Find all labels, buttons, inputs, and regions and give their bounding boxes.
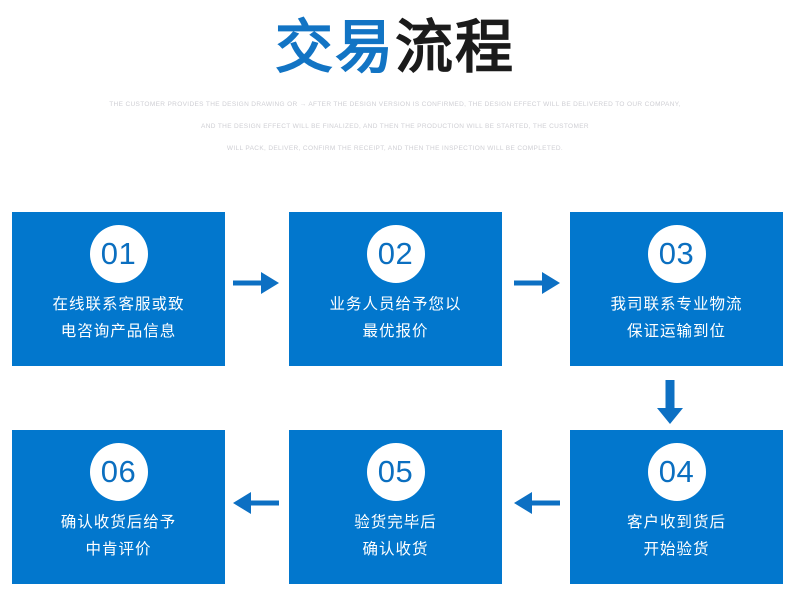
step-number-badge-01: 01 xyxy=(89,225,148,283)
step-label-04: 客户收到货后 开始验货 xyxy=(627,509,726,563)
step-label-06-line1: 确认收货后给予 xyxy=(60,514,177,531)
step-number-badge-04: 04 xyxy=(647,443,706,501)
step-label-05-line1: 验货完毕后 xyxy=(354,514,437,531)
step-label-05: 验货完毕后 确认收货 xyxy=(354,509,437,563)
step-label-02-line2: 最优报价 xyxy=(362,323,429,340)
step-card-03[interactable]: 03 我司联系专业物流 保证运输到位 xyxy=(570,212,783,366)
step-number-badge-02: 02 xyxy=(366,225,425,283)
arrow-left-icon-05-to-06 xyxy=(233,488,281,518)
step-label-02: 业务人员给予您以 最优报价 xyxy=(329,291,461,345)
step-number-badge-03: 03 xyxy=(647,225,706,283)
step-card-01[interactable]: 01 在线联系客服或致 电咨询产品信息 xyxy=(12,212,225,366)
step-card-06[interactable]: 06 确认收货后给予 中肯评价 xyxy=(12,430,225,584)
step-number-badge-06: 06 xyxy=(89,443,148,501)
step-card-04[interactable]: 04 客户收到货后 开始验货 xyxy=(570,430,783,584)
process-row-top: 01 在线联系客服或致 电咨询产品信息 02 业务人员给予您以 最优报价 03 … xyxy=(0,212,790,366)
page-title-blue-part: 交易 xyxy=(274,15,395,80)
step-label-02-line1: 业务人员给予您以 xyxy=(329,296,462,313)
arrow-left-icon-04-to-05 xyxy=(514,488,562,518)
subtitle-line-3: WILL PACK, DELIVER, CONFIRM THE RECEIPT,… xyxy=(226,145,564,152)
step-label-03-line1: 我司联系专业物流 xyxy=(610,296,743,313)
header: 交易流程 THE CUSTOMER PROVIDES THE DESIGN DR… xyxy=(0,0,790,160)
step-label-06: 确认收货后给予 中肯评价 xyxy=(61,509,177,563)
step-label-01: 在线联系客服或致 电咨询产品信息 xyxy=(52,291,184,345)
step-label-03-line2: 保证运输到位 xyxy=(626,323,726,340)
subtitle-block: THE CUSTOMER PROVIDES THE DESIGN DRAWING… xyxy=(0,94,790,160)
page-title: 交易流程 xyxy=(0,16,790,80)
subtitle-line-2: AND THE DESIGN EFFECT WILL BE FINALIZED,… xyxy=(201,123,589,130)
step-card-02[interactable]: 02 业务人员给予您以 最优报价 xyxy=(289,212,502,366)
process-flow: 01 在线联系客服或致 电咨询产品信息 02 业务人员给予您以 最优报价 03 … xyxy=(0,212,790,584)
step-label-06-line2: 中肯评价 xyxy=(85,541,152,558)
step-number-badge-05: 05 xyxy=(366,443,425,501)
step-label-01-line1: 在线联系客服或致 xyxy=(52,296,185,313)
subtitle-line-1: THE CUSTOMER PROVIDES THE DESIGN DRAWING… xyxy=(109,101,681,108)
arrow-right-icon-01-to-02 xyxy=(233,268,281,298)
process-row-bottom: 06 确认收货后给予 中肯评价 05 验货完毕后 确认收货 04 客户收到货后 … xyxy=(0,430,790,584)
page-title-dark-part: 流程 xyxy=(395,15,516,80)
arrow-down-icon-03-to-04 xyxy=(655,380,685,426)
step-label-03: 我司联系专业物流 保证运输到位 xyxy=(610,291,742,345)
step-label-04-line2: 开始验货 xyxy=(643,541,710,558)
step-label-04-line1: 客户收到货后 xyxy=(626,514,726,531)
arrow-right-icon-02-to-03 xyxy=(514,268,562,298)
step-label-01-line2: 电咨询产品信息 xyxy=(60,323,177,340)
step-label-05-line2: 确认收货 xyxy=(362,541,429,558)
step-card-05[interactable]: 05 验货完毕后 确认收货 xyxy=(289,430,502,584)
